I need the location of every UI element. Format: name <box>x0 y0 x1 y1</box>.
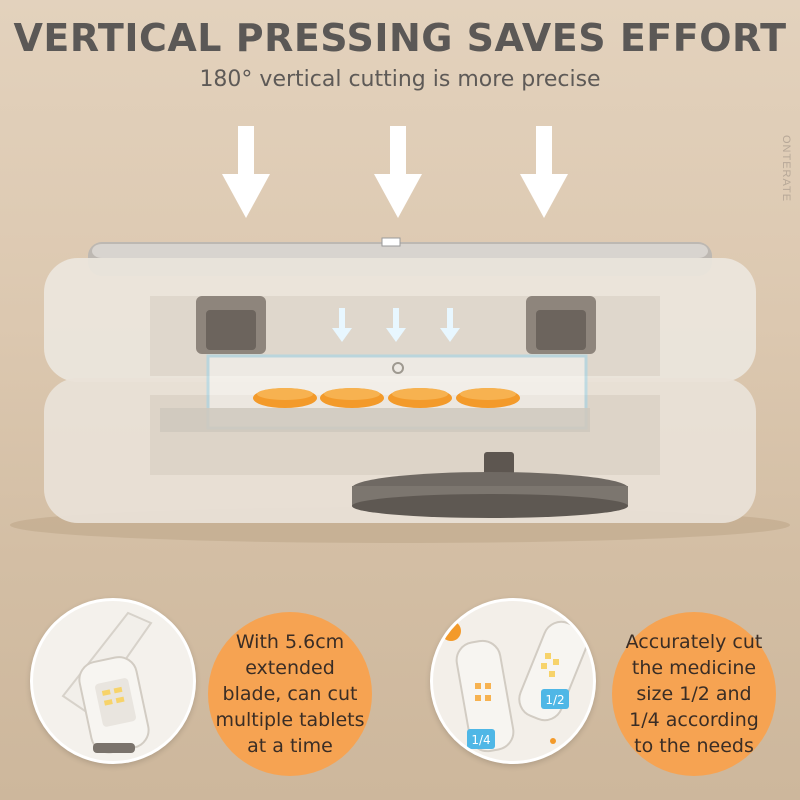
callout-text: With 5.6cm extended blade, can cut multi… <box>215 631 365 757</box>
knob-cap <box>484 452 514 476</box>
quarter-label: 1/4 <box>471 733 490 747</box>
down-arrow-icon <box>222 126 270 218</box>
down-arrow-icon <box>332 308 352 342</box>
inset-half-quarter: 1/2 1/4 <box>430 598 596 764</box>
arrow-group <box>222 126 568 218</box>
tablet-row <box>253 388 520 408</box>
down-arrow-icon <box>374 126 422 218</box>
down-arrow-icon <box>386 308 406 342</box>
down-arrow-icon <box>520 126 568 218</box>
subheadline: 180° vertical cutting is more precise <box>199 67 601 92</box>
pill-cutter-illustration <box>10 237 790 543</box>
brand-mark: ONTERATE <box>780 135 792 203</box>
headline: VERTICAL PRESSING SAVES EFFORT <box>13 16 787 60</box>
down-arrow-icon <box>440 308 460 342</box>
callout-text: Accurately cut the medicine size 1/2 and… <box>625 631 763 757</box>
callout-multiple-tablets: With 5.6cm extended blade, can cut multi… <box>208 612 372 776</box>
inset-multiple-tablets <box>30 598 196 764</box>
half-label: 1/2 <box>545 693 564 707</box>
callout-half-quarter: Accurately cut the medicine size 1/2 and… <box>612 612 776 776</box>
